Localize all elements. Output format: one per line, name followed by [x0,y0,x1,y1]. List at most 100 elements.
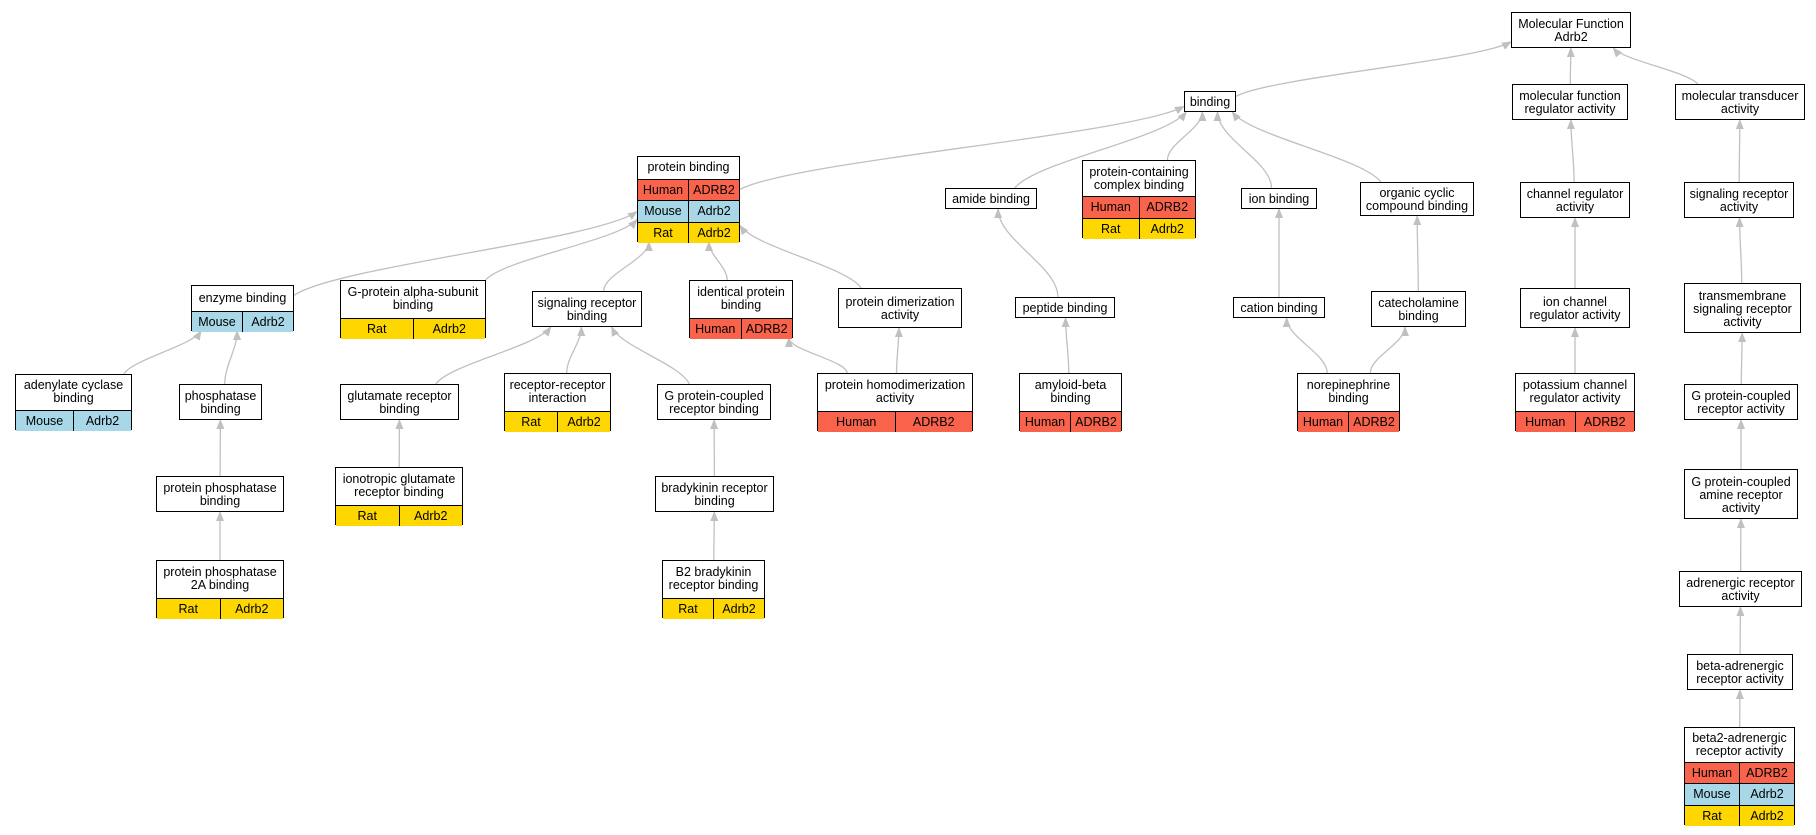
go-term-label: potassium channel regulator activity [1522,378,1628,406]
species-name: Mouse [25,413,64,428]
go-term-label: Molecular Function Adrb2 [1518,17,1624,44]
gene-symbol: Adrb2 [242,311,293,332]
go-term-ion[interactable]: ion binding [1241,188,1317,209]
edge-binding-to-mf [1235,41,1512,97]
gene-symbol: ADRB2 [1574,411,1635,432]
go-term-label: protein phosphatase 2A binding [163,565,277,593]
go-term-tmsig[interactable]: transmembrane signaling receptor activit… [1684,283,1801,333]
go-term-label: protein-containing complex binding [1089,164,1189,192]
edge-phosph-to-enzyme [224,330,242,385]
species-name: Rat [367,321,387,336]
edges-layer [123,41,1747,728]
go-term-organic[interactable]: organic cyclic compound binding [1360,182,1474,216]
go-term-label: transmembrane signaling receptor activit… [1693,288,1792,329]
go-term-bradyrec[interactable]: bradykinin receptor binding [655,476,774,512]
go-term-label: adenylate cyclase binding [23,378,124,406]
gene-symbol: Adrb2 [73,410,131,431]
edge-sigrecact-to-mtrans [1735,119,1744,183]
edge-organic-to-binding [1231,111,1382,183]
go-term-sigrecact[interactable]: signaling receptor activity [1684,182,1794,218]
edge-homodimer-to-identical [785,337,848,374]
go-term-catechol[interactable]: catecholamine binding [1371,291,1466,327]
species-gene-row: Rat Adrb2 [341,317,486,339]
edge-protbind-to-binding [739,105,1185,190]
edge-sigrecbind-to-protbind [602,241,653,292]
go-term-dimer[interactable]: protein dimerization activity [838,288,962,328]
go-term-label: peptide binding [1022,301,1108,315]
go-term-gpcract[interactable]: G protein-coupled receptor activity [1684,384,1798,420]
go-term-binding[interactable]: binding [1184,91,1236,112]
go-term-label: channel regulator activity [1526,187,1624,214]
go-term-mtrans[interactable]: molecular transducer activity [1675,84,1805,120]
gene-symbol: ADRB2 [1739,762,1794,783]
go-term-betaadr[interactable]: beta-adrenergic receptor activity [1687,654,1793,690]
go-term-adrenergic[interactable]: adrenergic receptor activity [1679,571,1802,607]
go-term-label: G protein-coupled amine receptor activit… [1691,474,1791,515]
gene-symbol: Adrb2 [412,318,486,339]
go-term-ppbind[interactable]: protein phosphatase binding [156,476,284,512]
go-term-label: ion binding [1248,192,1310,206]
go-term-phosph[interactable]: phosphatase binding [179,384,262,420]
go-term-gpcrbind[interactable]: G protein-coupled receptor binding [657,384,771,420]
species-name: Mouse [198,314,236,329]
go-term-ionchan[interactable]: ion channel regulator activity [1520,288,1630,328]
species-name: Rat [357,508,377,523]
go-term-label: bradykinin receptor binding [661,481,768,508]
species-name: Human [695,321,736,336]
go-term-label: amyloid-beta binding [1034,378,1107,406]
gene-symbol: Adrb2 [1739,805,1794,826]
go-term-label: organic cyclic compound binding [1365,186,1469,213]
go-term-mfreg[interactable]: molecular function regulator activity [1512,84,1628,120]
edge-homodimer-to-dimer [894,327,903,374]
go-term-chanreg[interactable]: channel regulator activity [1520,182,1630,218]
go-term-gpcramine[interactable]: G protein-coupled amine receptor activit… [1684,469,1798,519]
go-term-sigrecbind[interactable]: signaling receptor binding [532,291,642,327]
species-name: Human [1302,414,1344,429]
edge-recrec-to-sigrecbind [566,326,586,374]
go-term-label: phosphatase binding [184,389,257,416]
go-term-amide[interactable]: amide binding [945,188,1037,209]
go-term-label: G protein-coupled receptor binding [664,389,764,416]
go-term-label: protein dimerization activity [845,295,955,322]
species-name: Rat [653,225,673,240]
go-term-label: protein binding [647,160,730,175]
edge-mtrans-to-mf [1612,47,1699,85]
go-term-label: G protein-coupled receptor activity [1691,389,1791,416]
go-term-label: beta-adrenergic receptor activity [1696,659,1784,686]
species-gene-row: Mouse Adrb2 [16,409,131,431]
go-term-label: catecholamine binding [1378,296,1459,323]
go-term-glutrec[interactable]: glutamate receptor binding [340,384,459,420]
go-term-label: amide binding [952,192,1030,206]
go-term-mf[interactable]: Molecular Function Adrb2 [1511,12,1631,48]
go-term-cation[interactable]: cation binding [1233,297,1325,318]
gene-symbol: ADRB2 [894,411,973,432]
edge-gpcract-to-tmsig [1738,332,1747,385]
go-term-peptide[interactable]: peptide binding [1015,297,1115,318]
gene-symbol: ADRB2 [1070,411,1121,432]
go-term-label: beta2-adrenergic receptor activity [1692,730,1787,758]
gene-symbol: Adrb2 [1739,784,1794,805]
gene-symbol: Adrb2 [713,598,764,619]
